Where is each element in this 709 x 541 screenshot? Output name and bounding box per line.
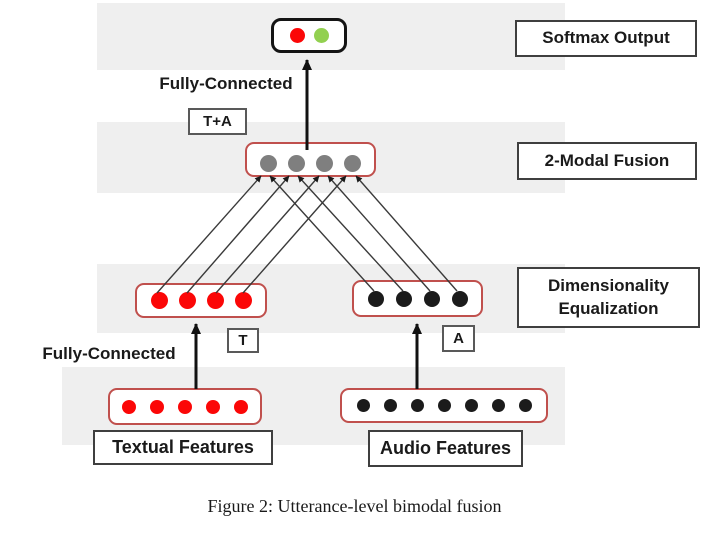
neuron-dot [316,155,333,172]
neuron-dot [383,399,397,412]
softmax-output-label-text: Softmax Output [542,28,670,48]
neuron-dot [234,399,248,414]
neuron-dot [206,399,220,414]
neuron-dot [150,292,168,309]
fusion-layer-node [245,142,376,177]
neuron-dot [344,155,361,172]
neuron-dot [288,155,305,172]
fusion-tag-text: T+A [203,113,232,130]
softmax-output-label: Softmax Output [515,20,697,57]
fully-connected-top-annotation: Fully-Connected [159,74,293,93]
audio-tag-text: A [453,330,464,347]
neuron-dot [260,155,277,172]
textual-features-label-text: Textual Features [112,437,254,458]
neuron-dot [313,28,329,43]
neuron-dot [150,399,164,414]
neuron-dot [122,399,136,414]
textual-features-label: Textual Features [93,430,273,465]
neuron-dot [234,292,252,309]
neuron-dot [491,399,505,412]
neuron-dot [289,28,305,43]
neuron-dot [451,290,468,307]
equalization-textual-node [135,283,267,318]
equalization-layer-label: Dimensionality Equalization [517,267,700,328]
neuron-dot [178,399,192,414]
neuron-dot [464,399,478,412]
fusion-layer-label: 2-Modal Fusion [517,142,697,180]
textual-tag-box: T [227,328,259,353]
textual-features-node [108,388,262,425]
neuron-dot [410,399,424,412]
neuron-dot [178,292,196,309]
neuron-dot [437,399,451,412]
neuron-dot [356,399,370,412]
neuron-dot [206,292,224,309]
neuron-dot [395,290,412,307]
neuron-dot [518,399,532,412]
neuron-dot [367,290,384,307]
fusion-layer-label-text: 2-Modal Fusion [544,150,670,170]
audio-features-label: Audio Features [368,430,523,467]
equalization-audio-node [352,280,483,317]
audio-features-node [340,388,548,423]
neuron-dot [423,290,440,307]
textual-tag-text: T [238,332,248,349]
figure-caption: Figure 2: Utterance-level bimodal fusion [207,496,502,516]
audio-features-label-text: Audio Features [379,438,512,459]
fusion-tag-box: T+A [188,108,247,135]
softmax-output-node [271,18,347,53]
fully-connected-bottom-annotation: Fully-Connected [42,344,176,363]
audio-tag-box: A [442,325,475,352]
equalization-label-line1: Dimensionality [548,275,669,295]
equalization-label-line2: Equalization [558,298,659,318]
